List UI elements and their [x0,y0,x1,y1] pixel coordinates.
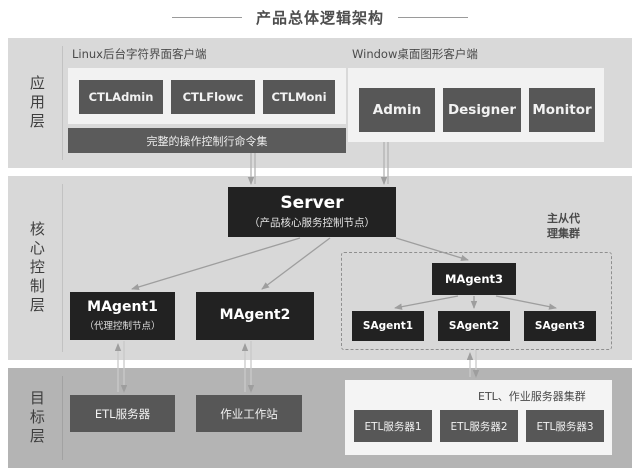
layer-label-target: 目标层 [27,389,46,447]
client-box-ctlflowc[interactable]: CTLFlowc [171,80,255,114]
node-magent3-title: MAgent3 [444,272,504,286]
node-magent1[interactable]: MAgent1 （代理控制节点） [70,292,175,340]
target-node-etl-server[interactable]: ETL服务器 [70,395,175,432]
node-server-title: Server [280,193,344,214]
node-sagent1[interactable]: SAgent1 [352,311,424,341]
client-box-designer[interactable]: Designer [443,88,521,132]
client-box-monitor[interactable]: Monitor [529,88,595,132]
title-rule-right [398,16,468,18]
layer-divider-target [62,376,63,460]
target-node-job-workstation[interactable]: 作业工作站 [196,395,302,432]
cluster-caption-master-slave: 主从代 理集群 [547,212,580,242]
client-box-admin[interactable]: Admin [359,88,435,132]
node-magent3[interactable]: MAgent3 [432,263,516,295]
command-set-bar: 完整的操作控制行命令集 [68,128,346,153]
diagram-title-row: 产品总体逻辑架构 [0,4,640,30]
target-node-etl-server-1[interactable]: ETL服务器1 [354,410,432,442]
node-sagent1-title: SAgent1 [362,320,414,332]
node-magent1-subtitle: （代理控制节点） [84,320,161,332]
client-box-ctlmoni[interactable]: CTLMoni [263,80,335,114]
etl-cluster-caption: ETL、作业服务器集群 [478,390,586,403]
node-server[interactable]: Server （产品核心服务控制节点） [228,187,396,237]
client-box-ctladmin[interactable]: CTLAdmin [79,80,163,114]
node-server-subtitle: （产品核心服务控制节点） [249,216,375,229]
target-node-etl-server-2[interactable]: ETL服务器2 [440,410,518,442]
cluster-caption-line1: 主从代 [547,212,580,225]
layer-label-application: 应用层 [27,74,46,132]
node-sagent3[interactable]: SAgent3 [524,311,596,341]
title-rule-left [171,16,242,18]
cluster-caption-line2: 理集群 [547,226,580,240]
node-magent2[interactable]: MAgent2 [196,292,314,340]
node-magent2-title: MAgent2 [219,307,291,324]
target-node-etl-server-3[interactable]: ETL服务器3 [526,410,604,442]
master-slave-cluster-region [341,252,612,350]
layer-divider-application [62,46,63,160]
node-magent1-title: MAgent1 [87,299,158,316]
node-sagent3-title: SAgent3 [534,320,586,332]
layer-divider-core [62,184,63,352]
linux-client-caption: Linux后台字符界面客户端 [72,47,207,61]
node-sagent2[interactable]: SAgent2 [438,311,510,341]
node-sagent2-title: SAgent2 [448,320,500,332]
page-title: 产品总体逻辑架构 [255,8,384,27]
windows-client-caption: Window桌面图形客户端 [352,47,478,61]
layer-label-core-control: 核心控制层 [27,220,46,316]
